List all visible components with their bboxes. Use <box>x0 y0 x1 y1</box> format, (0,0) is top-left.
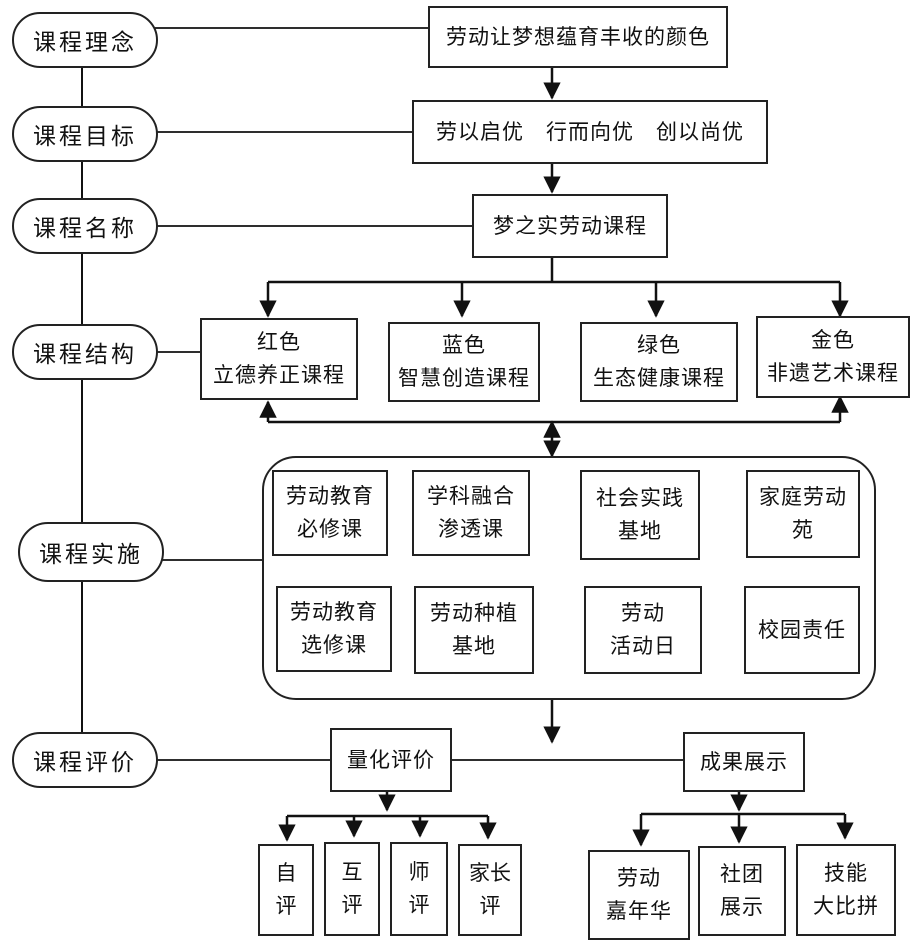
structure-red-box: 红色立德养正课程 <box>200 318 358 400</box>
impl-item: 学科融合渗透课 <box>412 470 530 556</box>
stage-structure: 课程结构 <box>12 324 158 380</box>
result-display-box: 成果展示 <box>683 732 805 792</box>
impl-item: 校园责任 <box>744 586 860 674</box>
structure-green-box: 绿色生态健康课程 <box>580 322 738 402</box>
stage-implementation: 课程实施 <box>18 522 164 582</box>
result-skills-box: 技能大比拼 <box>796 844 896 936</box>
result-carnival-box: 劳动嘉年华 <box>588 850 690 940</box>
stage-concept: 课程理念 <box>12 12 158 68</box>
impl-item: 家庭劳动苑 <box>746 470 860 558</box>
result-club-box: 社团展示 <box>698 846 786 936</box>
eval-teacher-box: 师评 <box>390 842 448 936</box>
stage-evaluation: 课程评价 <box>12 732 158 788</box>
impl-item: 劳动教育必修课 <box>272 470 388 556</box>
stage-goal: 课程目标 <box>12 106 158 162</box>
structure-blue-box: 蓝色智慧创造课程 <box>388 322 540 402</box>
impl-item: 劳动教育选修课 <box>276 586 392 672</box>
eval-peer-box: 互评 <box>324 842 380 936</box>
goal-box: 劳以启优 行而向优 创以尚优 <box>412 100 768 164</box>
implementation-group <box>262 456 876 700</box>
course-name-box: 梦之实劳动课程 <box>472 194 668 258</box>
impl-item: 劳动种植基地 <box>414 586 534 674</box>
structure-gold-box: 金色非遗艺术课程 <box>756 316 910 398</box>
stage-name: 课程名称 <box>12 198 158 254</box>
eval-parent-box: 家长评 <box>458 844 522 936</box>
quant-eval-box: 量化评价 <box>330 728 452 792</box>
impl-item: 社会实践基地 <box>580 470 700 560</box>
impl-item: 劳动活动日 <box>584 586 702 674</box>
concept-box: 劳动让梦想蕴育丰收的颜色 <box>428 6 728 68</box>
eval-self-box: 自评 <box>258 844 314 936</box>
